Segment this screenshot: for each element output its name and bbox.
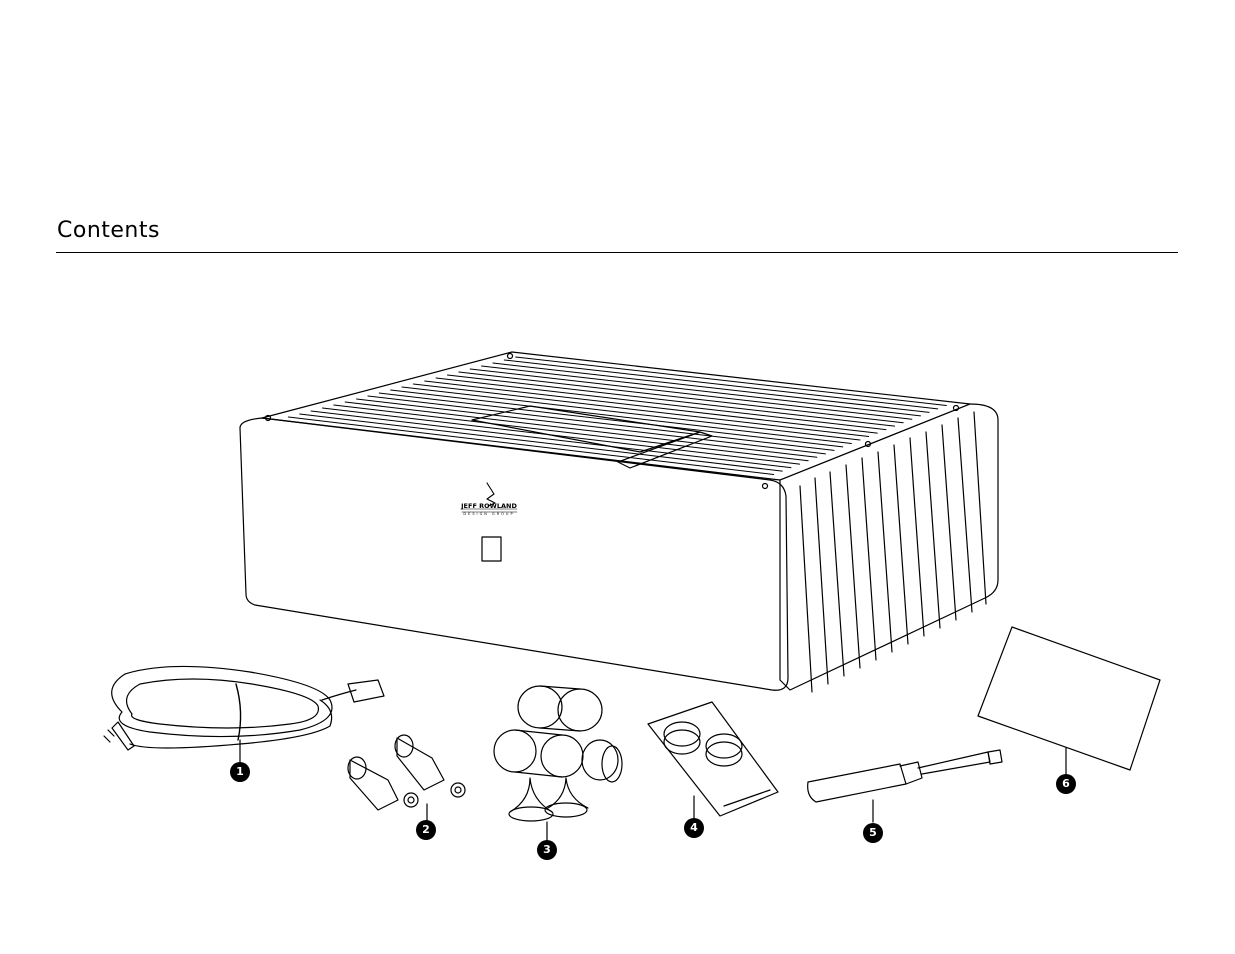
callout-4-badge: 4	[684, 818, 704, 838]
top-fin-line	[379, 393, 842, 447]
top-fin-line	[345, 402, 817, 457]
power-cord-illustration	[104, 666, 384, 764]
top-fin-line	[322, 408, 799, 464]
amplifier-front-panel	[240, 418, 788, 690]
callout-3-badge: 3	[537, 840, 557, 860]
rca-connectors-illustration	[348, 735, 465, 822]
top-fin-line	[413, 384, 868, 437]
callout-2-badge: 2	[416, 820, 436, 840]
top-heatsink-fins	[288, 357, 946, 475]
top-fin-line	[402, 387, 860, 440]
pads-packet-illustration	[648, 702, 778, 818]
nut-driver-illustration	[808, 750, 1002, 822]
power-button	[482, 537, 501, 561]
brand-logo-subtext: DESIGN GROUP	[463, 512, 514, 516]
top-fin-line	[391, 390, 852, 443]
callout-1-badge: 1	[230, 762, 250, 782]
top-fin-line	[368, 396, 834, 450]
isolation-feet-illustration	[494, 686, 622, 840]
callout-6-badge: 6	[1056, 774, 1076, 794]
warranty-card-illustration	[978, 627, 1160, 774]
top-fin-line	[334, 405, 808, 461]
callout-5-badge: 5	[863, 823, 883, 843]
brand-logo-text: JEFF ROWLAND	[460, 502, 517, 510]
top-fin-line	[425, 381, 878, 433]
top-fin-line	[357, 399, 826, 454]
